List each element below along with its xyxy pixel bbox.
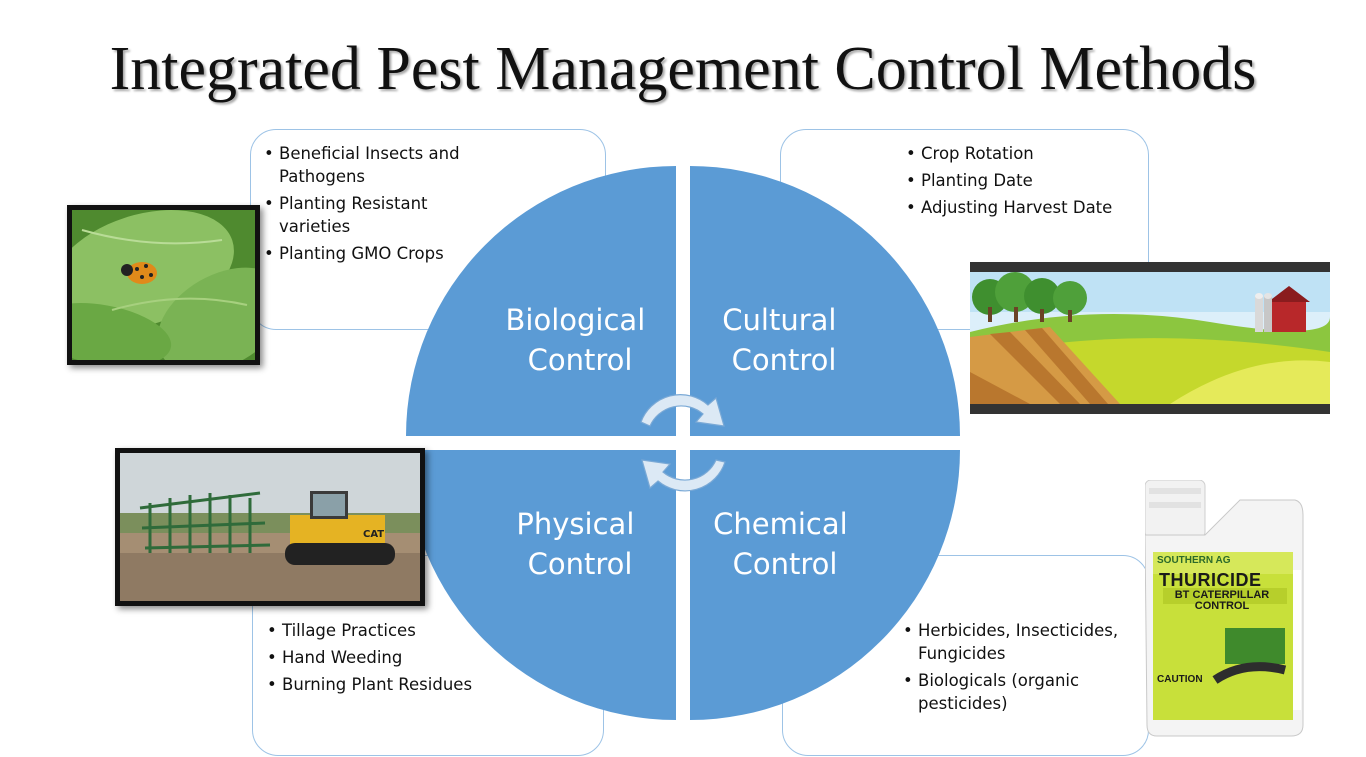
product-subtitle: BT CATERPILLAR CONTROL xyxy=(1174,589,1270,612)
physical-list: Tillage Practices Hand Weeding Burning P… xyxy=(265,619,505,700)
product-brand: SOUTHERN AG xyxy=(1157,555,1231,566)
list-item: Biologicals (organic pesticides) xyxy=(901,669,1131,715)
farm-landscape-illustration xyxy=(970,262,1330,414)
list-item: Hand Weeding xyxy=(265,646,505,669)
list-item: Beneficial Insects and Pathogens xyxy=(262,142,482,188)
list-item: Burning Plant Residues xyxy=(265,673,505,696)
cycle-arrow-icon xyxy=(640,394,725,427)
cultural-quadrant xyxy=(690,166,960,436)
cultural-label: Cultural Control xyxy=(722,303,845,377)
thuricide-bottle-photo: SOUTHERN AG THURICIDE BT CATERPILLAR CON… xyxy=(1144,479,1305,738)
physical-label: Physical Control xyxy=(516,507,643,581)
list-item: Herbicides, Insecticides, Fungicides xyxy=(901,619,1131,665)
list-item: Crop Rotation xyxy=(904,142,1140,165)
ladybug-photo xyxy=(67,205,260,365)
cycle-arrow-icon xyxy=(641,459,726,492)
ladybug-leaf-image xyxy=(72,210,255,360)
product-warning: CAUTION xyxy=(1157,674,1203,685)
tractor-photo: CAT xyxy=(115,448,425,606)
chemical-list: Herbicides, Insecticides, Fungicides Bio… xyxy=(901,619,1131,719)
list-item: Adjusting Harvest Date xyxy=(904,196,1140,219)
chemical-quadrant xyxy=(690,450,960,720)
list-item: Tillage Practices xyxy=(265,619,505,642)
biological-quadrant xyxy=(406,166,676,436)
biological-label: Biological Control xyxy=(506,303,655,377)
tractor-brand: CAT xyxy=(363,529,384,540)
product-name: THURICIDE xyxy=(1159,570,1262,590)
list-item: Planting Date xyxy=(904,169,1140,192)
cultural-list: Crop Rotation Planting Date Adjusting Ha… xyxy=(904,142,1140,223)
list-item: Planting Resistant varieties xyxy=(262,192,482,238)
page-title: Integrated Pest Management Control Metho… xyxy=(109,35,1257,103)
physical-quadrant xyxy=(406,450,676,720)
biological-list: Beneficial Insects and Pathogens Plantin… xyxy=(262,142,482,269)
chemical-label: Chemical Control xyxy=(713,507,857,581)
list-item: Planting GMO Crops xyxy=(262,242,482,265)
